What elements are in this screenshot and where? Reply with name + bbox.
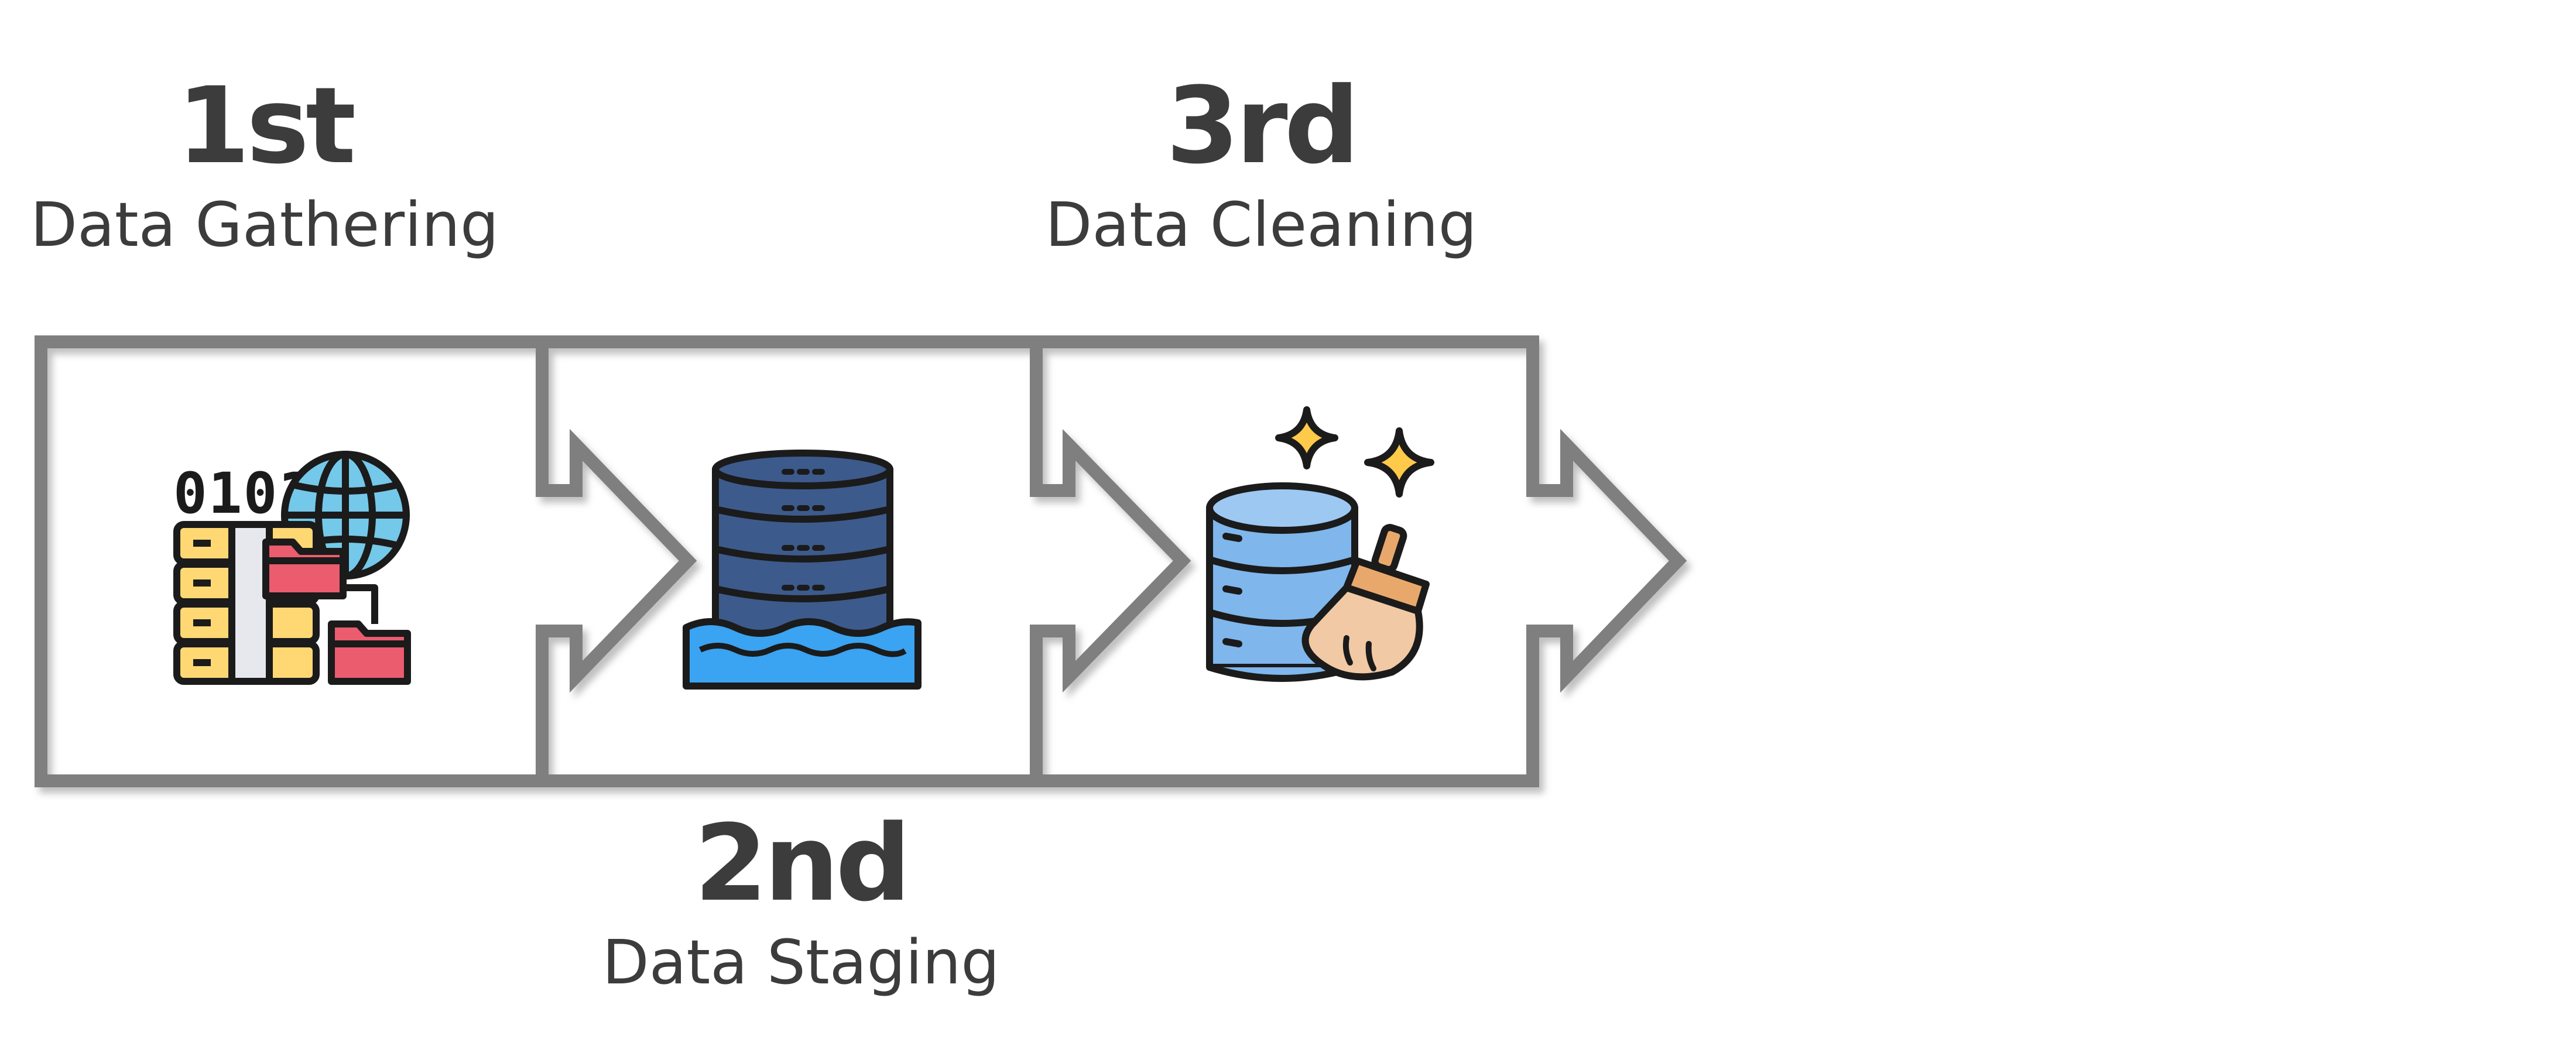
step-3-label: 3rd Data Cleaning <box>1045 65 1477 260</box>
step-3-frame <box>1040 335 1687 787</box>
step-3-ordinal: 3rd <box>1166 65 1360 187</box>
step-2-frame <box>546 335 1191 787</box>
data-staging-icon <box>683 450 922 690</box>
step-3-title: Data Cleaning <box>1045 189 1477 260</box>
step-1-label: 1st Data Gathering <box>30 65 499 260</box>
step-2-title: Data Staging <box>602 927 1000 998</box>
sparkle-icon <box>1364 427 1434 498</box>
step-2-label: 2nd Data Staging <box>602 811 1000 993</box>
data-cleaning-icon <box>1206 406 1434 682</box>
step-2-ordinal: 2nd <box>694 803 911 925</box>
sparkle-icon <box>1275 406 1338 469</box>
step-1-title: Data Gathering <box>30 189 499 260</box>
step-1-frame <box>35 335 697 787</box>
data-gathering-icon: 0101 <box>173 451 411 685</box>
step-1-ordinal: 1st <box>176 65 356 187</box>
